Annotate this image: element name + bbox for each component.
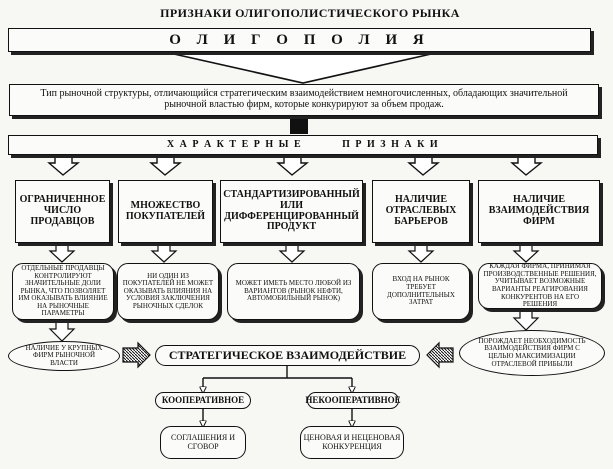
detail-industry-barriers: ВХОД НА РЫНОК ТРЕБУЕТ ДОПОЛНИТЕЛЬНЫХ ЗАТ… bbox=[372, 263, 470, 320]
oligopoly-banner: О Л И Г О П О Л И Я bbox=[8, 28, 591, 52]
detail-firm-interaction: КАЖДАЯ ФИРМА, ПРИНИМАЯ ПРОИЗВОДСТВЕННЫЕ … bbox=[478, 263, 602, 309]
cooperative-result-box: СОГЛАШЕНИЯ И СГОВОР bbox=[160, 426, 246, 459]
detail-product-type: МОЖЕТ ИМЕТЬ МЕСТО ЛЮБОЙ ИЗ ВАРИАНТОВ (РЫ… bbox=[227, 263, 360, 320]
feature-firm-interaction: НАЛИЧИЕ ВЗАИМОДЕЙСТВИЯ ФИРМ bbox=[478, 180, 600, 243]
detail-text: МОЖЕТ ИМЕТЬ МЕСТО ЛЮБОЙ ИЗ ВАРИАНТОВ (РЫ… bbox=[235, 279, 352, 303]
noncooperative-label: НЕКООПЕРАТИВНОЕ bbox=[305, 394, 401, 405]
definition-box: Тип рыночной структуры, отличающийся стр… bbox=[9, 84, 599, 116]
right-hatched-arrow bbox=[426, 341, 454, 369]
feature-label: НАЛИЧИЕ ОТРАСЛЕВЫХ БАРЬЕРОВ bbox=[385, 194, 457, 227]
right-result-text: ПОРОЖДАЕТ НЕОБХОДИМОСТЬ ВЗАИМОДЕЙСТВИЯ Ф… bbox=[478, 336, 586, 368]
detail-text: ОТДЕЛЬНЫЕ ПРОДАВЦЫ КОНТРОЛИРУЮТ ЗНАЧИТЕЛ… bbox=[18, 264, 108, 318]
left-hatched-arrow bbox=[122, 341, 151, 369]
left-result-ellipse: НАЛИЧИЕ У КРУПНЫХ ФИРМ РЫНОЧНОЙ ВЛАСТИ bbox=[8, 341, 120, 371]
detail-text: НИ ОДИН ИЗ ПОКУПАТЕЛЕЙ НЕ МОЖЕТ ОКАЗЫВАТ… bbox=[122, 271, 214, 310]
characteristics-label: Х А Р А К Т Е Р Н Ы Е П Р И З Н А К И bbox=[166, 138, 440, 150]
definition-text: Тип рыночной структуры, отличающийся стр… bbox=[40, 88, 568, 110]
noncooperative-result-box: ЦЕНОВАЯ И НЕЦЕНОВАЯ КОНКУРЕНЦИЯ bbox=[300, 426, 404, 459]
cooperative-label: КООПЕРАТИВНОЕ bbox=[161, 394, 245, 405]
left-result-text: НАЛИЧИЕ У КРУПНЫХ ФИРМ РЫНОЧНОЙ ВЛАСТИ bbox=[25, 343, 103, 367]
noncooperative-result-text: ЦЕНОВАЯ И НЕЦЕНОВАЯ КОНКУРЕНЦИЯ bbox=[303, 432, 401, 451]
big-down-chevron bbox=[164, 51, 441, 84]
page-title: ПРИЗНАКИ ОЛИГОПОЛИСТИЧЕСКОГО РЫНКА bbox=[160, 6, 460, 20]
detail-text: КАЖДАЯ ФИРМА, ПРИНИМАЯ ПРОИЗВОДСТВЕННЫЕ … bbox=[483, 262, 597, 309]
detail-many-buyers: НИ ОДИН ИЗ ПОКУПАТЕЛЕЙ НЕ МОЖЕТ ОКАЗЫВАТ… bbox=[117, 263, 219, 320]
noncooperative-box: НЕКООПЕРАТИВНОЕ bbox=[305, 392, 401, 409]
feature-industry-barriers: НАЛИЧИЕ ОТРАСЛЕВЫХ БАРЬЕРОВ bbox=[372, 180, 470, 243]
strategic-interaction-box: СТРАТЕГИЧЕСКОЕ ВЗАИМОДЕЙСТВИЕ bbox=[155, 345, 420, 366]
characteristics-header: Х А Р А К Т Е Р Н Ы Е П Р И З Н А К И bbox=[8, 135, 598, 155]
oligopoly-label: О Л И Г О П О Л И Я bbox=[169, 31, 430, 48]
right-result-ellipse: ПОРОЖДАЕТ НЕОБХОДИМОСТЬ ВЗАИМОДЕЙСТВИЯ Ф… bbox=[459, 330, 605, 376]
feature-product-type: СТАНДАРТИЗИРОВАННЫЙ ИЛИ ДИФФЕРЕНЦИРОВАНН… bbox=[220, 180, 363, 243]
feature-limited-sellers: ОГРАНИЧЕННОЕ ЧИСЛО ПРОДАВЦОВ bbox=[15, 180, 110, 243]
feature-label: НАЛИЧИЕ ВЗАИМОДЕЙСТВИЯ ФИРМ bbox=[488, 194, 590, 227]
cooperative-result-text: СОГЛАШЕНИЯ И СГОВОР bbox=[171, 432, 235, 451]
feature-label: МНОЖЕСТВО ПОКУПАТЕЛЕЙ bbox=[125, 199, 206, 222]
cooperative-box: КООПЕРАТИВНОЕ bbox=[155, 392, 251, 409]
detail-limited-sellers: ОТДЕЛЬНЫЕ ПРОДАВЦЫ КОНТРОЛИРУЮТ ЗНАЧИТЕЛ… bbox=[12, 263, 114, 320]
feature-many-buyers: МНОЖЕСТВО ПОКУПАТЕЛЕЙ bbox=[118, 180, 213, 243]
detail-text: ВХОД НА РЫНОК ТРЕБУЕТ ДОПОЛНИТЕЛЬНЫХ ЗАТ… bbox=[387, 275, 455, 307]
feature-label: ОГРАНИЧЕННОЕ ЧИСЛО ПРОДАВЦОВ bbox=[19, 194, 106, 227]
strategic-label: СТРАТЕГИЧЕСКОЕ ВЗАИМОДЕЙСТВИЕ bbox=[168, 348, 407, 363]
feature-label: СТАНДАРТИЗИРОВАННЫЙ ИЛИ ДИФФЕРЕНЦИРОВАНН… bbox=[223, 188, 360, 233]
